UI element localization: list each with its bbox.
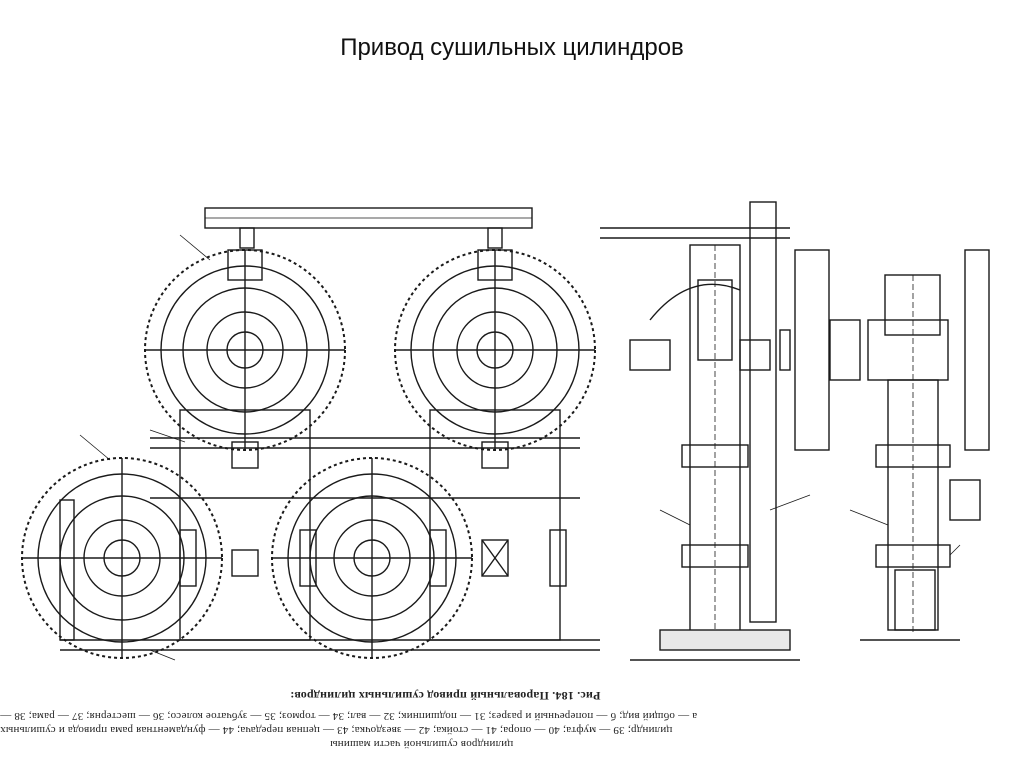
- caption-line: цилиндр; 39 — муфта; 40 — опора; 41 — ст…: [0, 724, 673, 736]
- cylinder-upper-left: [144, 249, 346, 451]
- caption-line: цилиндров сушильной части машины: [330, 738, 514, 750]
- slide-title: Привод сушильных цилиндров: [340, 34, 684, 61]
- cylinder-lower-middle: [271, 457, 473, 659]
- caption-line: а — общий вид; б — поперечный и разрез; …: [0, 710, 698, 722]
- frame: [59, 409, 600, 651]
- section-view-right: [829, 249, 990, 641]
- figure-caption: Рис. 184. Паровальный привод сушильных ц…: [0, 686, 1024, 766]
- cylinder-upper-right: [394, 249, 596, 451]
- section-view-middle: [600, 201, 830, 661]
- cylinder-lower-left: [21, 457, 223, 659]
- caption-title: Рис. 184. Паровальный привод сушильных ц…: [290, 689, 601, 703]
- front-view: [21, 207, 600, 659]
- drive-drawing: [21, 201, 990, 661]
